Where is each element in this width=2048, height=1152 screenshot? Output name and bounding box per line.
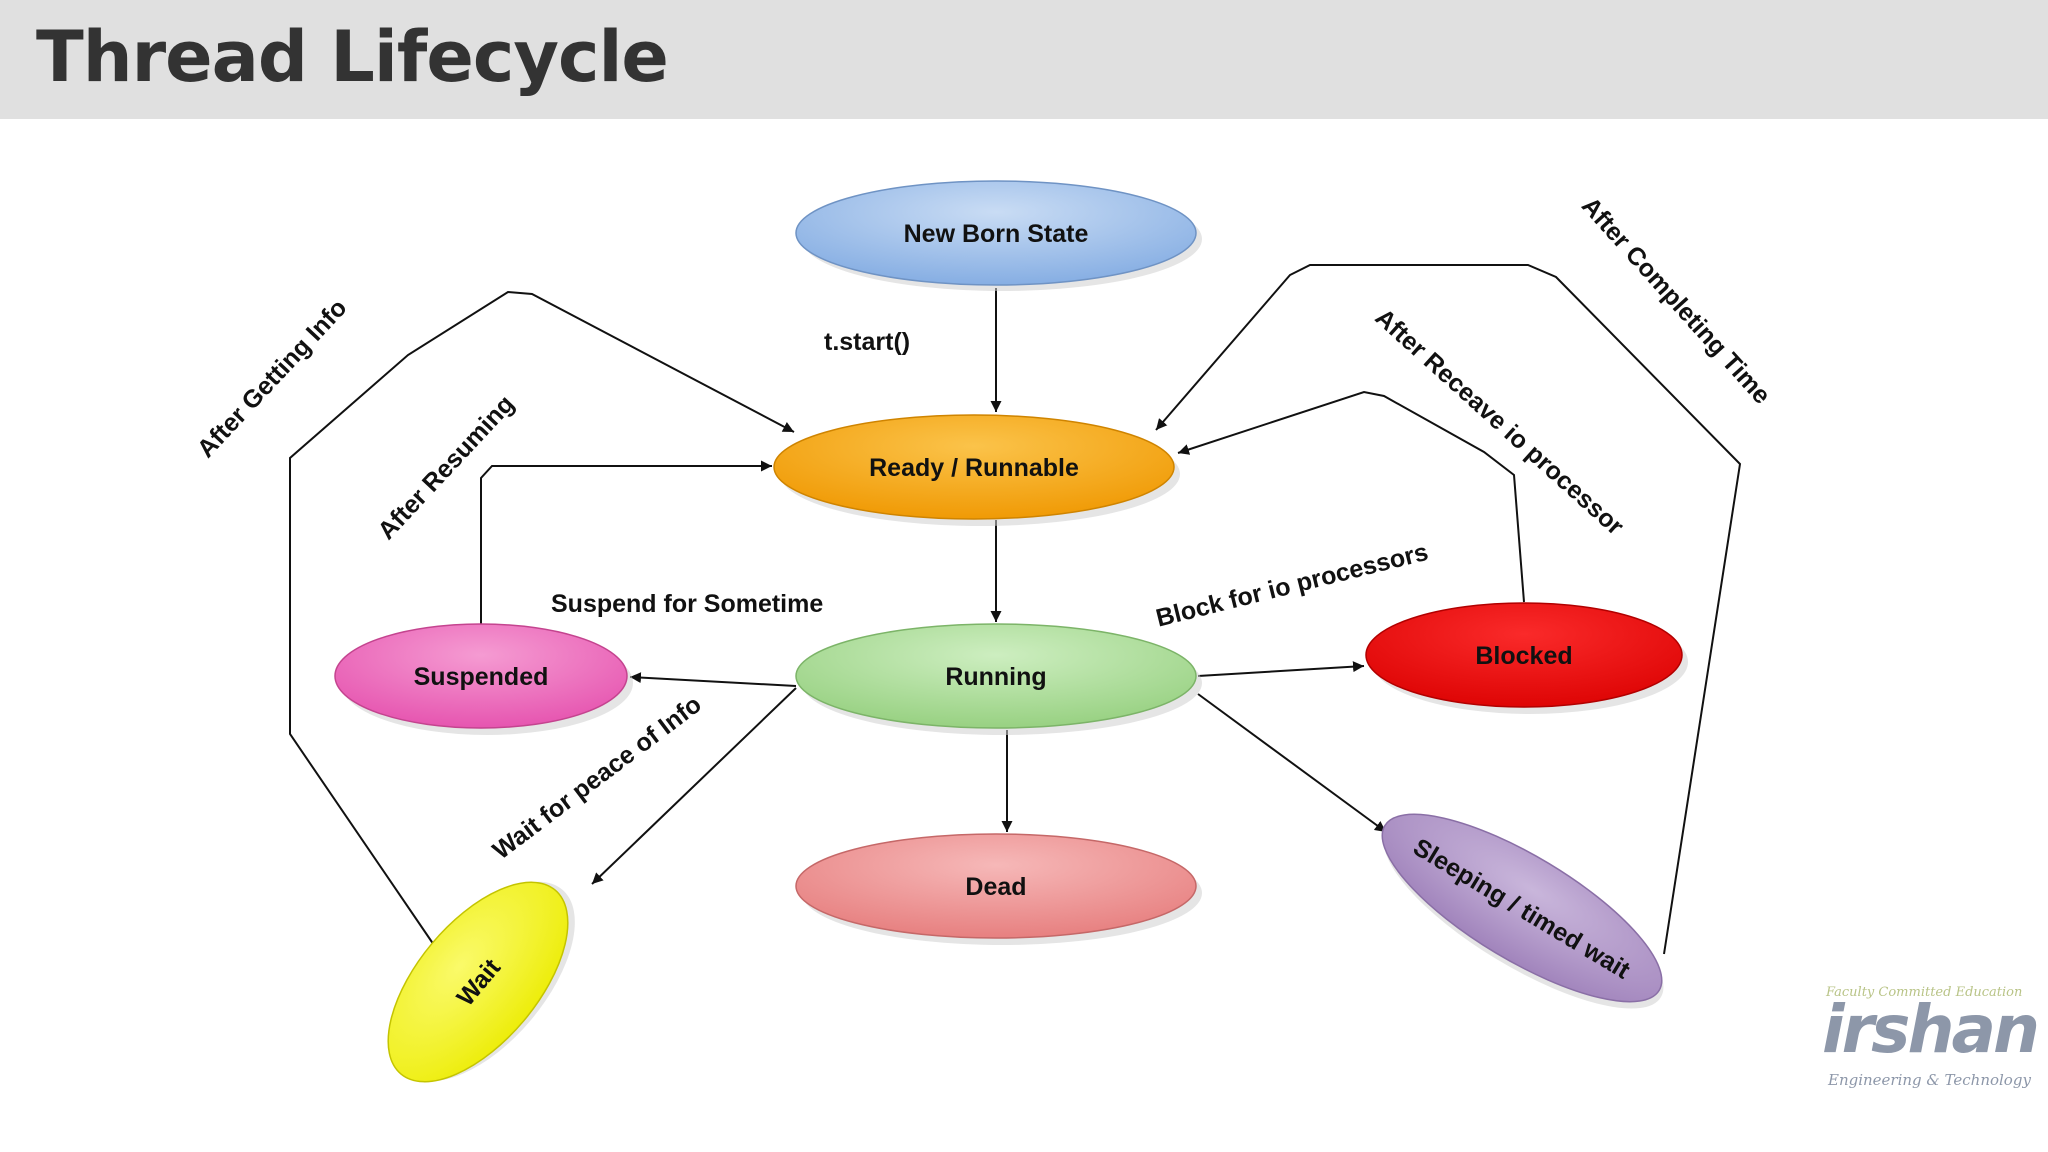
- logo-wordmark: irshan: [1822, 991, 2040, 1068]
- node-new-born: New Born State: [795, 180, 1202, 291]
- edge-running-to-suspended: [629, 672, 797, 687]
- edge-blocked-to-ready: [1177, 390, 1525, 603]
- label-block-for-io: Block for io processors: [1153, 538, 1431, 633]
- node-running: Running: [795, 623, 1202, 735]
- label-after-getting-info: After Getting Info: [192, 294, 353, 463]
- label-start: t.start(): [824, 328, 910, 356]
- logo-tagline: Faculty Committed Education: [1826, 985, 2023, 1000]
- edge-sleeping-to-ready: [1155, 264, 1742, 955]
- node-new-born-label: New Born State: [904, 220, 1089, 248]
- node-running-label: Running: [945, 663, 1046, 691]
- node-ready-label: Ready / Runnable: [869, 454, 1079, 482]
- node-wait: Wait: [387, 881, 575, 1083]
- node-dead-label: Dead: [965, 873, 1026, 901]
- logo-subtitle: Engineering & Technology: [1828, 1071, 2031, 1089]
- page-title: Thread Lifecycle: [36, 16, 669, 98]
- node-sleeping: Sleeping / timed wait: [1381, 813, 1664, 1009]
- label-after-receave-io: After Receave io processor: [1370, 303, 1630, 541]
- edge-wait-to-ready: [289, 290, 795, 949]
- node-blocked-label: Blocked: [1475, 642, 1572, 670]
- node-blocked: Blocked: [1365, 602, 1688, 714]
- node-suspended-label: Suspended: [414, 663, 549, 691]
- edge-running-to-wait: [591, 687, 797, 885]
- label-after-resuming: After Resuming: [372, 390, 519, 545]
- edge-running-to-blocked: [1197, 661, 1365, 677]
- node-dead: Dead: [795, 833, 1202, 945]
- title-bar: [0, 0, 2048, 119]
- label-after-completing-time: After Completing Time: [1576, 192, 1776, 410]
- label-suspend-for-sometime: Suspend for Sometime: [551, 590, 823, 618]
- edge-running-to-sleeping: [1197, 693, 1387, 833]
- irshan-logo: Faculty Committed Education irshan Engin…: [1822, 985, 2042, 1095]
- edge-suspended-to-ready: [480, 460, 772, 625]
- node-suspended: Suspended: [334, 623, 633, 735]
- node-ready: Ready / Runnable: [773, 414, 1180, 526]
